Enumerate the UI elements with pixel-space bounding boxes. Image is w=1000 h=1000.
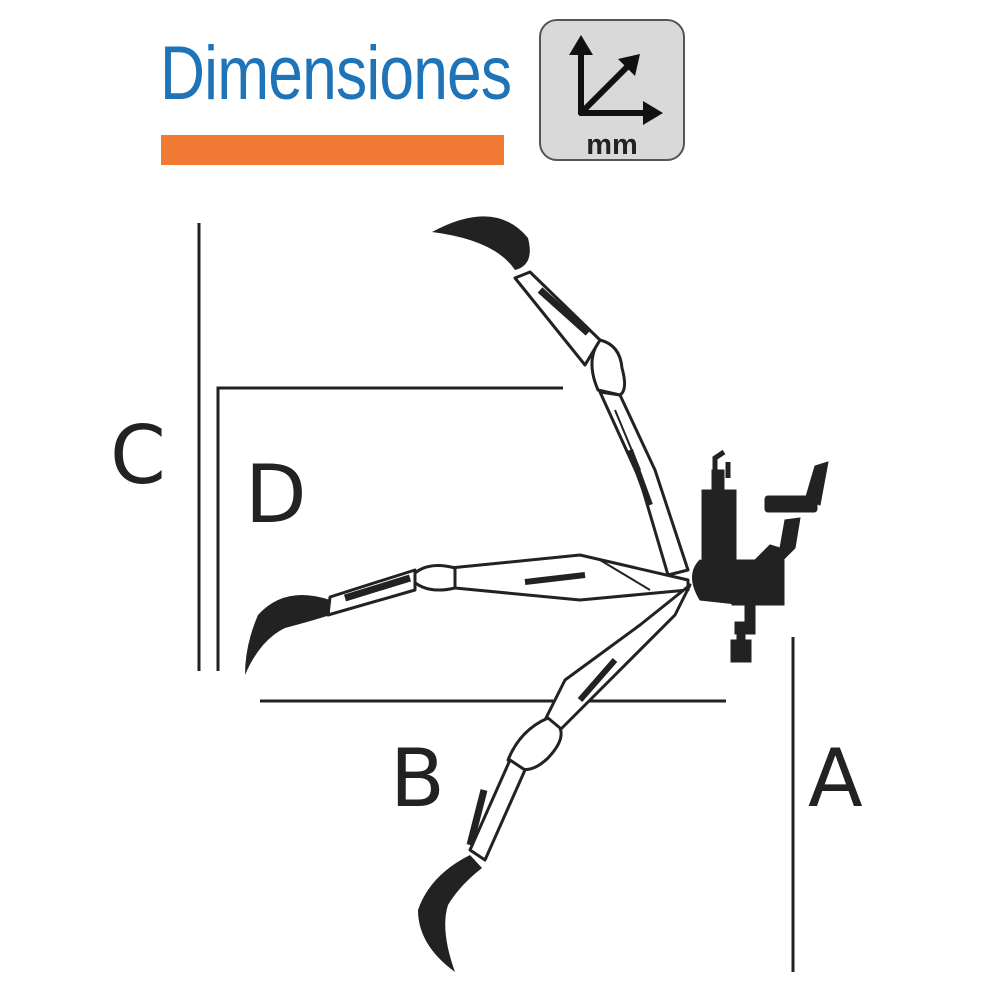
axes-icon [569,35,663,125]
label-a: A [808,732,863,825]
bucket-middle-icon [245,595,330,675]
label-c: C [110,409,166,502]
label-d: D [245,448,307,541]
dimension-lines [197,223,795,972]
page-title: Dimensiones [160,31,512,116]
bucket-upper-icon [432,216,530,270]
arm-upper [513,270,690,577]
unit-label: mm [586,129,638,161]
unit-badge: mm [539,19,685,161]
title-underline [161,135,504,165]
arm-middle [326,553,690,617]
label-b: B [390,732,445,825]
dimension-line-d [216,386,563,671]
backhoe-body [692,449,829,663]
arm-lower [466,583,692,862]
bucket-lower-icon [418,855,482,972]
